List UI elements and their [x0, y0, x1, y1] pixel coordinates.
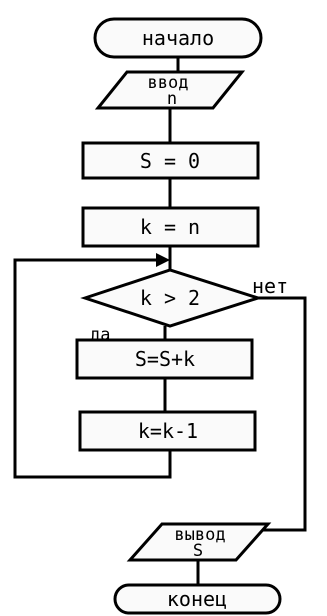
- end-terminator: [113, 583, 282, 615]
- init-s-node: S = 0: [81, 141, 260, 180]
- dec-box: [78, 410, 257, 452]
- init-k-label: k = n: [140, 215, 200, 239]
- input-var: n: [167, 89, 177, 109]
- sum-box: [75, 338, 254, 380]
- output-node: вывод S: [126, 522, 272, 562]
- end-label: конец: [167, 587, 227, 611]
- condition-node: k > 2 нет да: [80, 268, 288, 345]
- output-label: вывод: [174, 525, 225, 545]
- input-parallelogram: [94, 70, 246, 110]
- init-s-label: S = 0: [140, 149, 200, 173]
- output-var: S: [193, 541, 203, 561]
- init-k-box: [81, 206, 260, 248]
- start-label: начало: [142, 26, 214, 50]
- no-branch-label: нет: [252, 274, 288, 298]
- dec-node: k=k-1: [78, 410, 257, 452]
- start-node: начало: [93, 17, 263, 59]
- input-node: ввод n: [94, 70, 246, 110]
- start-terminator: [93, 17, 263, 59]
- init-k-node: k = n: [81, 206, 260, 248]
- sum-node: S=S+k: [75, 338, 254, 380]
- dec-label: k=k-1: [138, 419, 198, 443]
- condition-diamond: [80, 268, 263, 328]
- end-node: конец: [113, 583, 282, 615]
- condition-label: k > 2: [140, 286, 200, 310]
- input-label: ввод: [148, 73, 189, 93]
- connector-loop-back: [13, 258, 172, 479]
- init-s-box: [81, 141, 260, 180]
- sum-label: S=S+k: [135, 347, 195, 371]
- loop-arrowhead: [156, 253, 170, 267]
- output-parallelogram: [126, 522, 272, 562]
